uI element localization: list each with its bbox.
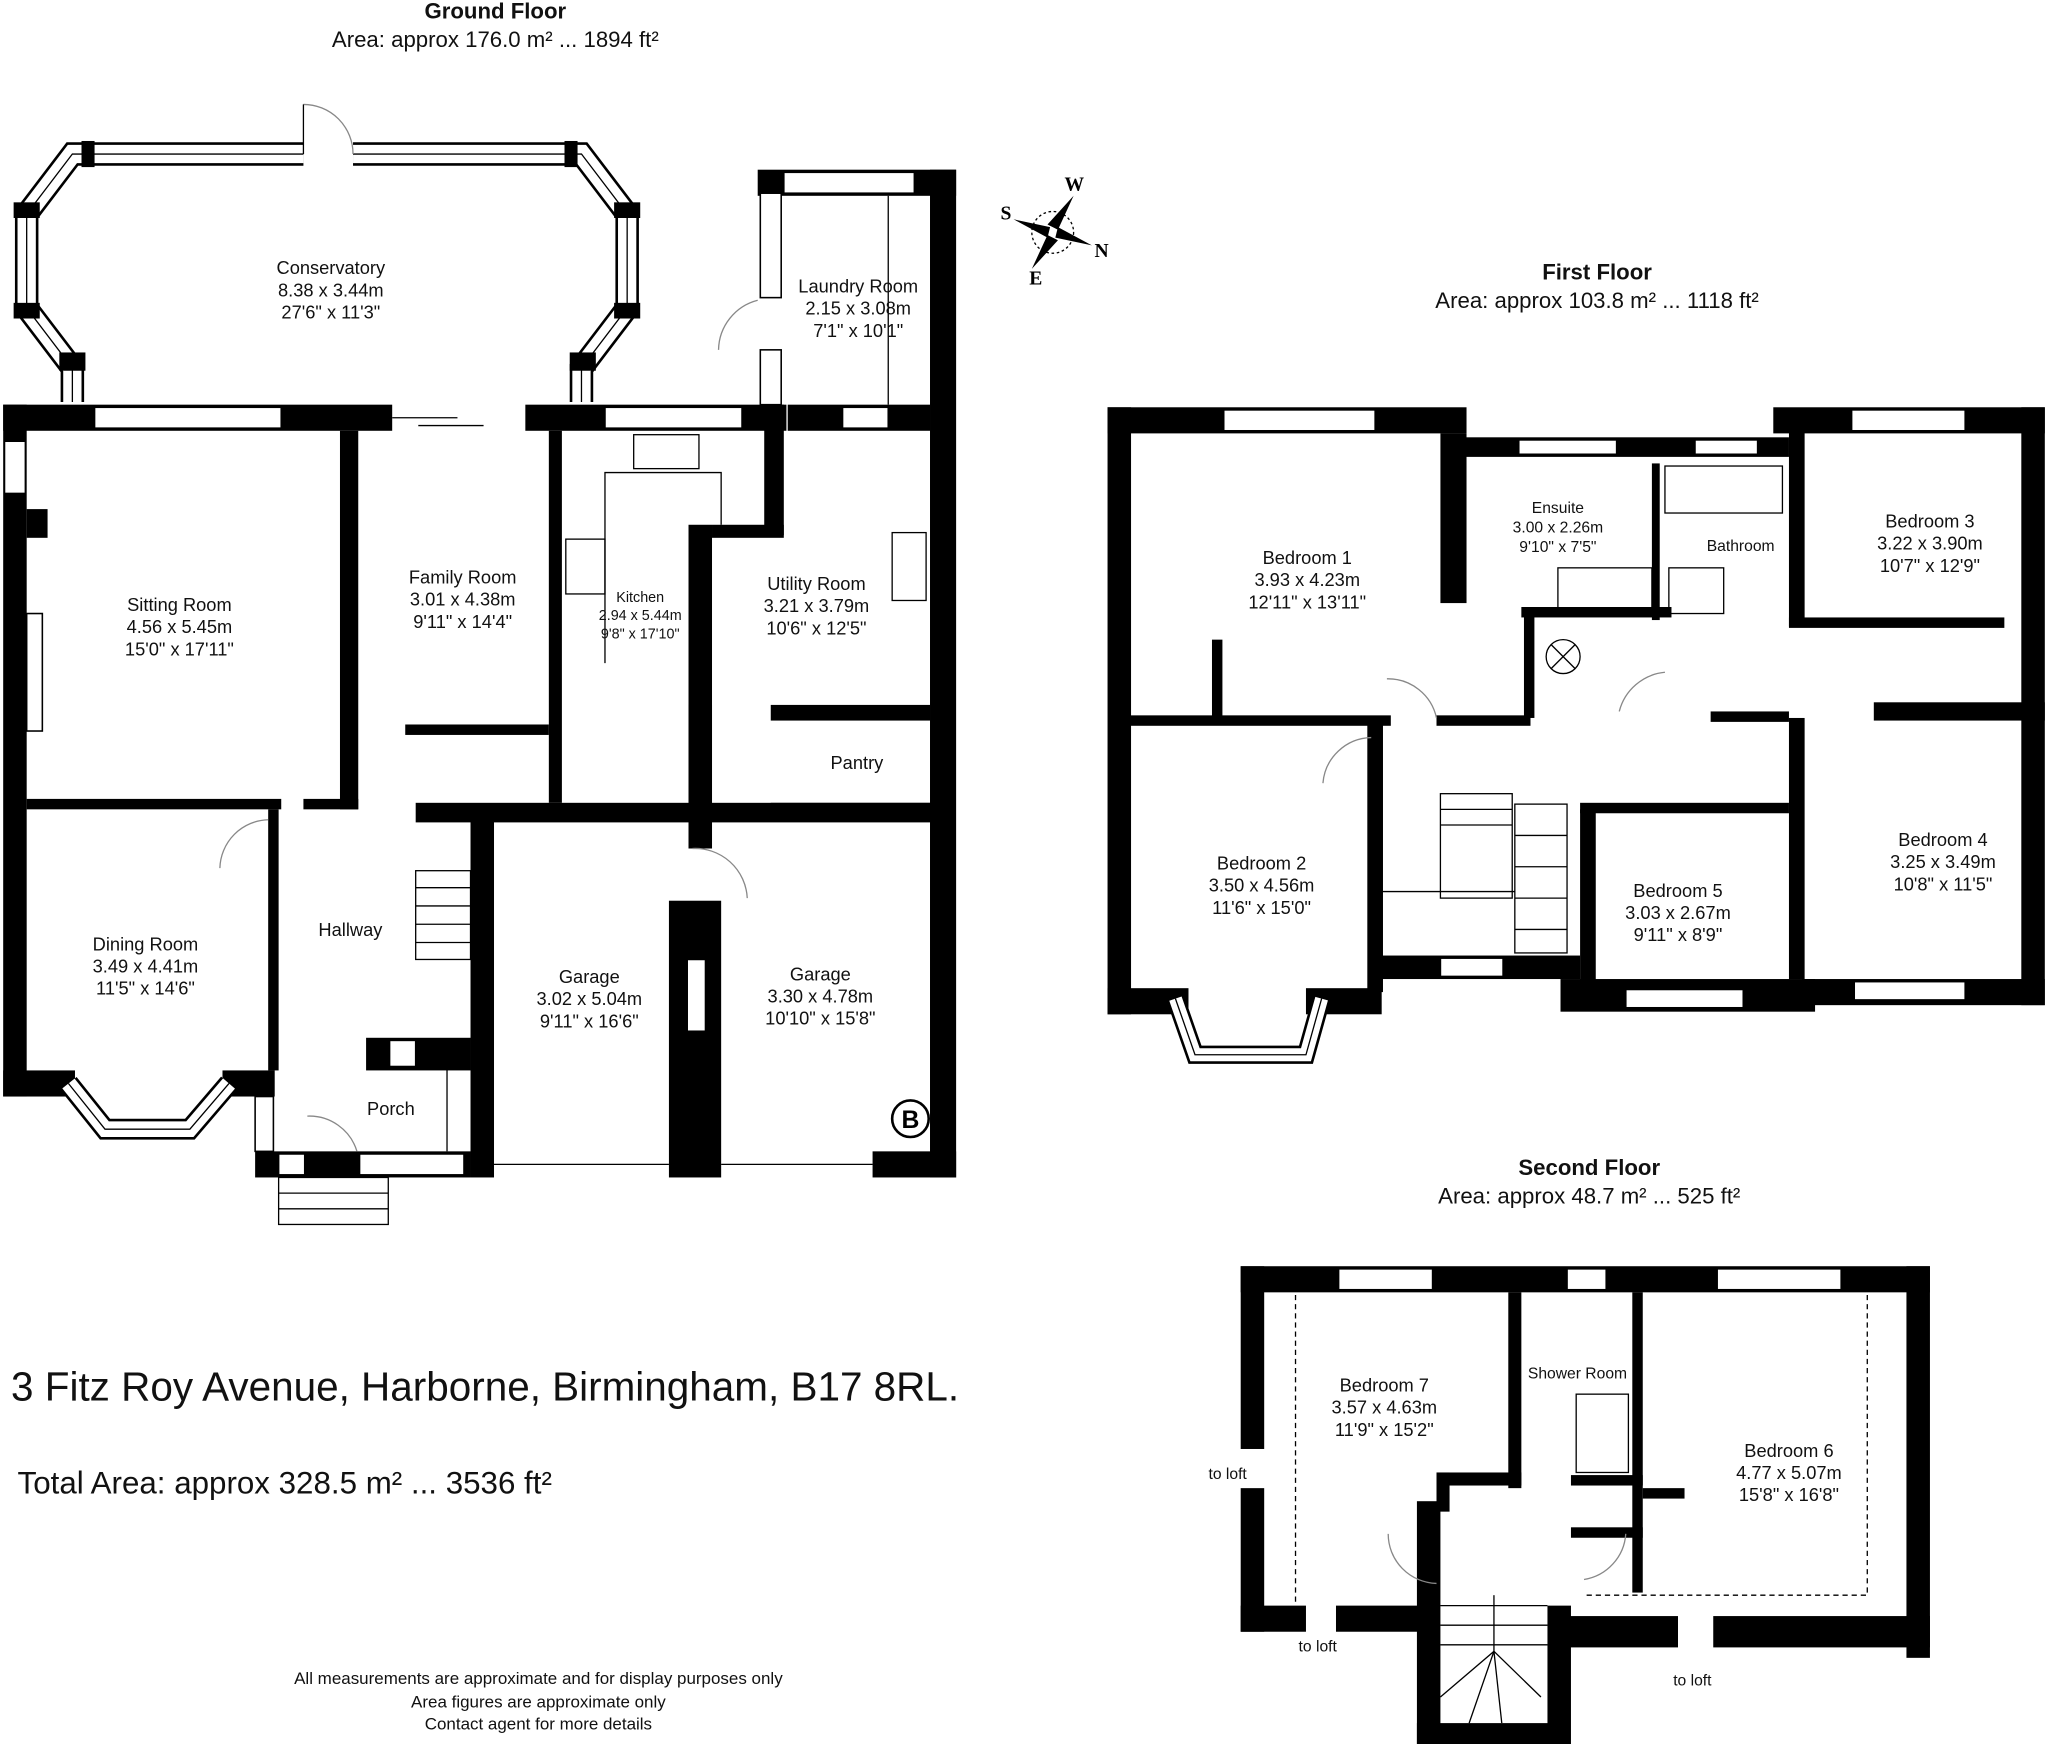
compass-n: N bbox=[1094, 241, 1108, 262]
first-floor-area: Area: approx 103.8 m² ... 1118 ft² bbox=[1435, 288, 1759, 313]
room-hallway: Hallway bbox=[318, 919, 383, 940]
property-address: 3 Fitz Roy Avenue, Harborne, Birmingham,… bbox=[11, 1364, 959, 1410]
ground-floor-area: Area: approx 176.0 m² ... 1894 ft² bbox=[332, 27, 659, 52]
hallway-stairs bbox=[415, 870, 472, 961]
second-floor-title: Second Floor bbox=[1518, 1155, 1660, 1180]
compass-icon: W S N E bbox=[1001, 175, 1109, 290]
boiler-marker-label: B bbox=[901, 1107, 919, 1134]
loft-access-label: to loft bbox=[1673, 1672, 1712, 1689]
porch-steps bbox=[277, 1176, 389, 1226]
disclaimer-line: All measurements are approximate and for… bbox=[294, 1669, 783, 1688]
boiler-marker bbox=[890, 1099, 931, 1139]
first-floor-title: First Floor bbox=[1542, 259, 1652, 284]
disclaimer-line: Contact agent for more details bbox=[425, 1715, 652, 1734]
room-bathroom: Bathroom bbox=[1707, 538, 1775, 555]
disclaimer-line: Area figures are approximate only bbox=[411, 1692, 666, 1711]
second-floor-plan bbox=[1240, 1266, 1930, 1744]
first-floor-plan bbox=[1107, 407, 2045, 1064]
ground-floor-title: Ground Floor bbox=[424, 0, 566, 23]
loft-access-label: to loft bbox=[1208, 1466, 1247, 1483]
second-floor-stairs bbox=[1439, 1595, 1548, 1724]
total-area: Total Area: approx 328.5 m² ... 3536 ft² bbox=[18, 1465, 552, 1500]
compass-s: S bbox=[1001, 203, 1012, 224]
loft-access-label: to loft bbox=[1299, 1638, 1338, 1655]
compass-w: W bbox=[1064, 175, 1084, 196]
compass-e: E bbox=[1029, 269, 1042, 290]
room-pantry: Pantry bbox=[831, 752, 885, 773]
room-shower: Shower Room bbox=[1528, 1365, 1627, 1382]
first-floor-stairs bbox=[1381, 793, 1568, 954]
second-floor-area: Area: approx 48.7 m² ... 525 ft² bbox=[1438, 1184, 1740, 1209]
ground-floor-plan: B bbox=[3, 103, 957, 1226]
room-porch: Porch bbox=[367, 1098, 415, 1119]
